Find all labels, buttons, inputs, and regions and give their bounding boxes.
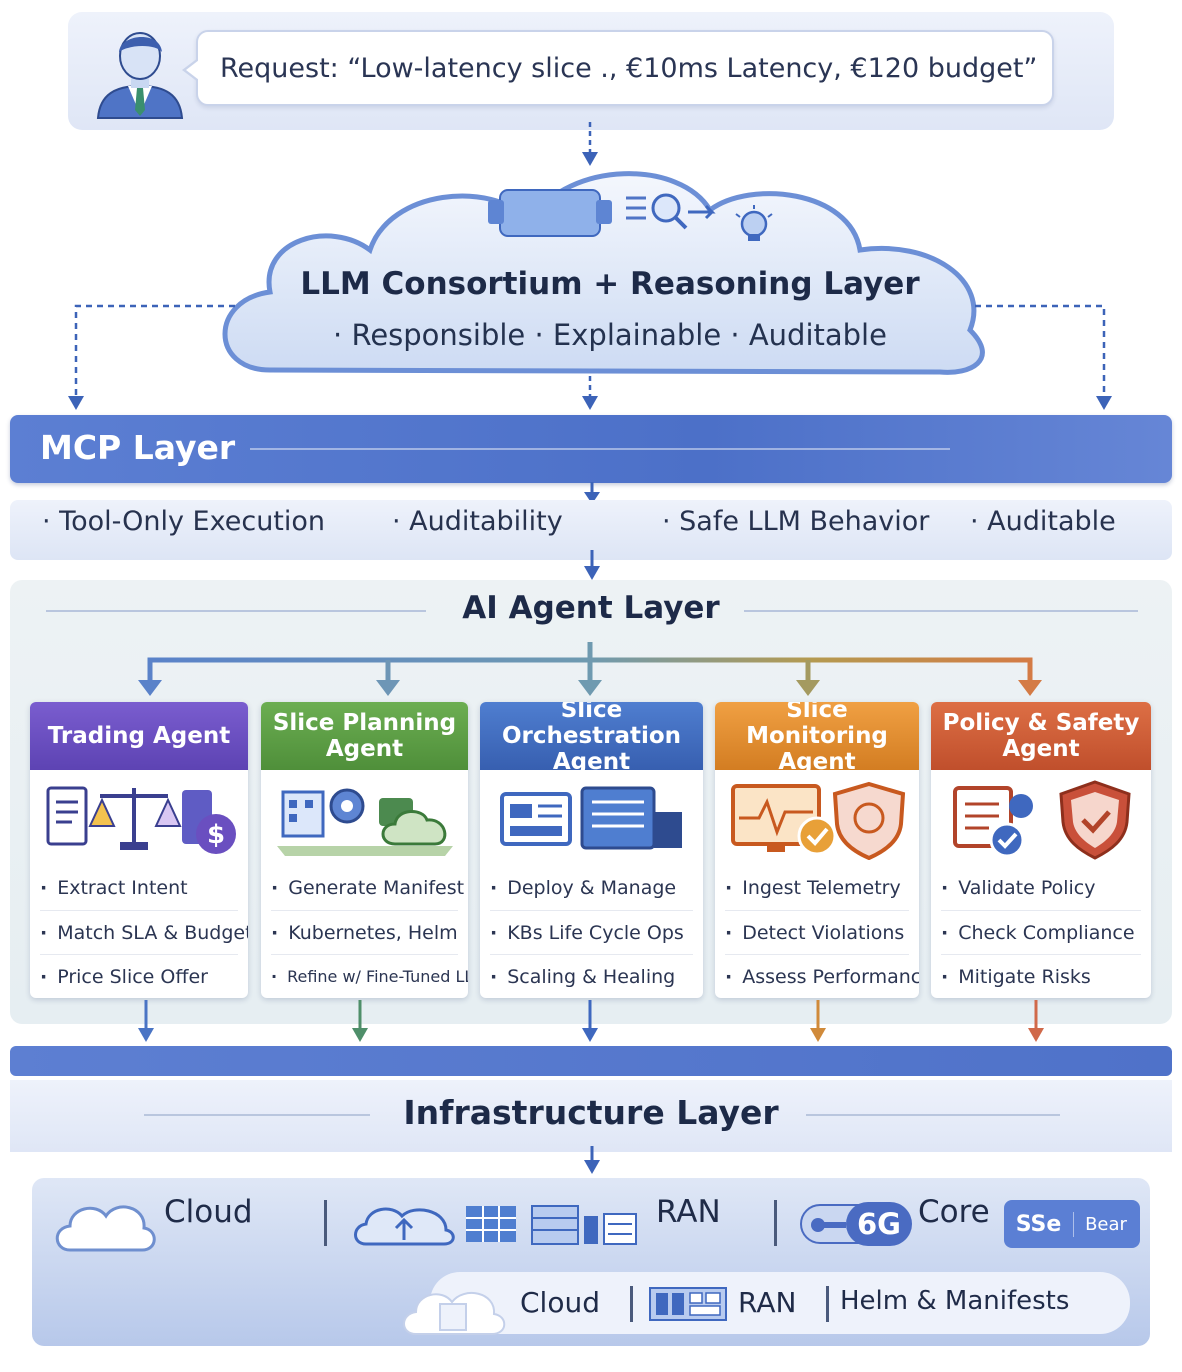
slice-monitoring-item-3: Assess Performance [725, 954, 919, 998]
policy-safety-agent-card: Policy & Safety Agent Validate Policy Ch… [931, 702, 1151, 998]
policy-safety-agent-title: Policy & Safety Agent [931, 702, 1151, 770]
user-avatar-icon [96, 32, 184, 119]
server-rack-icon [649, 1287, 727, 1321]
agent-layer-title: AI Agent Layer [462, 590, 720, 626]
svg-text:$: $ [207, 820, 225, 850]
monitor-shield-icon [731, 781, 906, 860]
slice-orchestration-item-2: KBs Life Cycle Ops [490, 910, 693, 954]
slice-monitoring-item-1: Ingest Telemetry [725, 866, 909, 910]
infra-layer-bar [10, 1046, 1172, 1076]
slice-planning-agent-card: Slice Planning Agent Generate Manifest K… [261, 702, 468, 998]
mcp-layer-title: MCP Layer [40, 428, 236, 467]
slice-monitoring-item-2: Detect Violations [725, 910, 909, 954]
llm-cloud-shape [222, 171, 985, 375]
infra-row2-cloud-label: Cloud [520, 1286, 600, 1319]
separator [630, 1286, 633, 1322]
trading-agent-item-1: Extract Intent [40, 866, 238, 910]
infra-helm-manifests-label: Helm & Manifests [840, 1286, 1070, 1316]
slice-planning-item-1: Generate Manifest [271, 866, 464, 910]
mcp-divider [250, 448, 950, 450]
slice-monitoring-agent-title: Slice Monitoring Agent [715, 702, 919, 775]
search-analysis-icon [626, 193, 716, 230]
request-bubble: Request: “Low-latency slice ., €10ms Lat… [182, 30, 1054, 106]
infra-row2-pill [430, 1272, 1130, 1334]
slice-monitoring-agent-card: Slice Monitoring Agent Ingest Telemetry … [715, 702, 919, 998]
cloud-stack-icon [403, 1292, 506, 1335]
slice-planning-agent-title: Slice Planning Agent [261, 702, 468, 770]
policy-safety-item-1: Validate Policy [941, 866, 1141, 910]
arrow-mcp-down [584, 482, 600, 504]
policy-safety-item-2: Check Compliance [941, 910, 1141, 954]
request-text: Request: “Low-latency slice ., €10ms Lat… [220, 52, 1038, 84]
llm-layer-title: LLM Consortium + Reasoning Layer [300, 266, 920, 302]
key-icon [811, 1218, 846, 1232]
llm-layer-subtitle: · Responsible · Explainable · Auditable [333, 318, 887, 352]
slice-orchestration-agent-title: Slice Orchestration Agent [480, 702, 703, 775]
ran-equipment-icons [354, 1205, 637, 1246]
bear-label: Bear [1085, 1213, 1127, 1235]
agent-distribution-arrows [138, 642, 1042, 696]
infra-core-label: Core [918, 1194, 990, 1230]
sse-label: SSe [1004, 1211, 1074, 1237]
infra-title-line-right [806, 1114, 1060, 1116]
arrow-mcp-to-agents [584, 550, 600, 580]
separator [324, 1200, 327, 1246]
infra-layer-title: Infrastructure Layer [403, 1093, 779, 1132]
chat-window-icon [488, 189, 612, 237]
agent-title-line-left [46, 610, 426, 612]
cloud-icon [55, 1205, 156, 1252]
policy-safety-item-3: Mitigate Risks [941, 954, 1141, 998]
mcp-prop-auditable: · Auditable [970, 506, 1116, 537]
6g-badge: 6G [846, 1202, 912, 1246]
document-check-shield-icon [953, 780, 1131, 860]
agents-to-infra-arrows [138, 1000, 1044, 1042]
separator [774, 1200, 777, 1246]
trading-agent-card: Trading Agent $ Extract Intent Match SLA… [30, 702, 248, 998]
trading-agent-item-3: Price Slice Offer [40, 954, 238, 998]
slice-orchestration-agent-card: Slice Orchestration Agent Deploy & Manag… [480, 702, 703, 998]
infra-title-line-left [144, 1114, 370, 1116]
arrow-request-to-llm [582, 122, 598, 166]
infra-ran-label: RAN [656, 1194, 721, 1230]
mcp-prop-auditability: · Auditability [392, 506, 563, 537]
infra-cloud-label: Cloud [164, 1194, 253, 1230]
mcp-prop-tool-only: · Tool-Only Execution [42, 506, 326, 537]
building-gear-cloud-icon [277, 788, 453, 856]
agent-title-line-right [744, 610, 1138, 612]
infra-layer-panel [10, 1080, 1172, 1152]
trading-agent-item-2: Match SLA & Budget [40, 910, 248, 954]
lightbulb-icon [735, 205, 773, 241]
slice-orchestration-item-3: Scaling & Healing [490, 954, 693, 998]
contract-scale-dollar-icon: $ [46, 786, 236, 854]
slice-orchestration-item-1: Deploy & Manage [490, 866, 693, 910]
trading-agent-title: Trading Agent [30, 702, 248, 770]
mcp-prop-safe-llm: · Safe LLM Behavior [662, 506, 930, 537]
mcp-layer-bar [10, 415, 1172, 483]
infra-row2-ran-label: RAN [738, 1286, 797, 1319]
llm-to-mcp-connectors [68, 304, 1112, 410]
arrow-to-infra [584, 1146, 600, 1174]
slice-planning-item-2: Kubernetes, Helm [271, 910, 458, 954]
sse-bear-badge: SSe Bear [1004, 1200, 1140, 1248]
dashboard-server-icon [500, 786, 682, 850]
slice-planning-item-3: Refine w/ Fine-Tuned LLM [271, 954, 468, 998]
separator [826, 1286, 829, 1322]
